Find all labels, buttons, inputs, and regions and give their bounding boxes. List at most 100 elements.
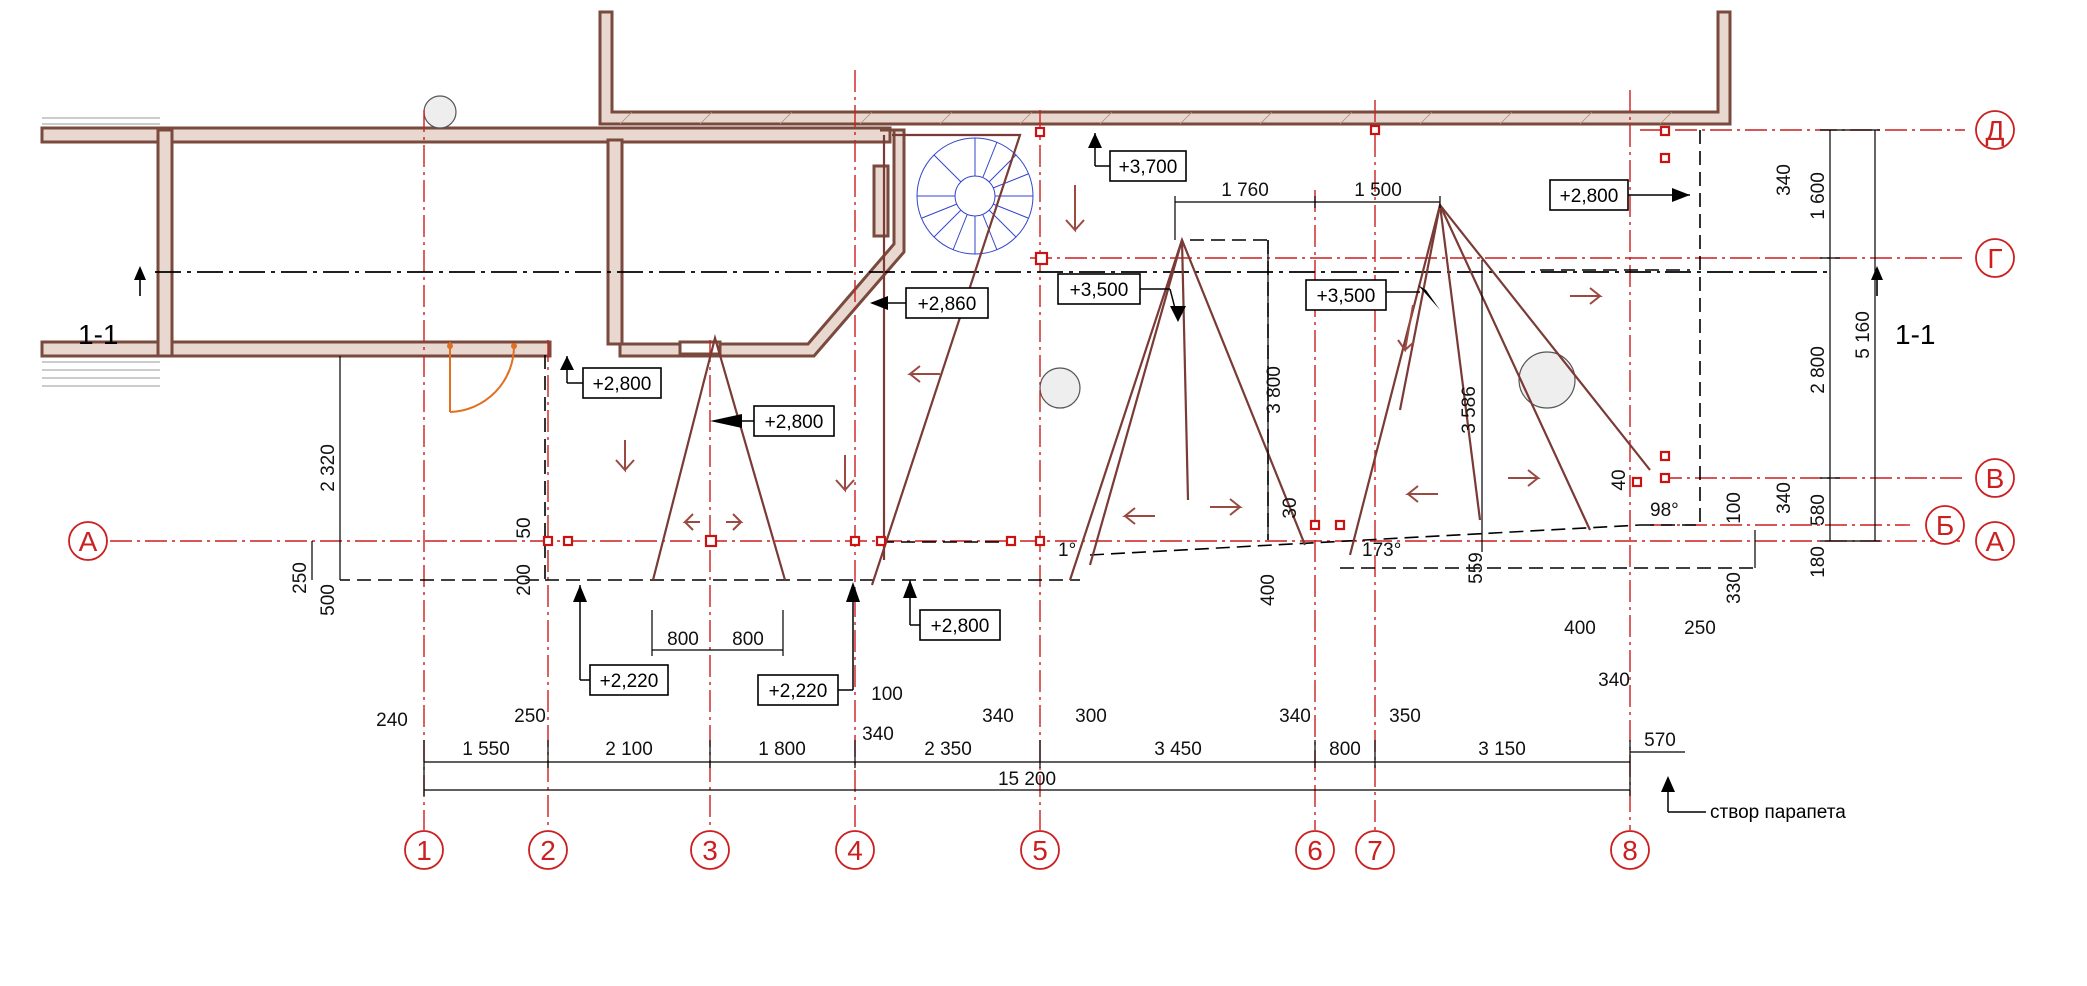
svg-text:Б: Б bbox=[1936, 510, 1954, 541]
svg-text:800: 800 bbox=[1329, 739, 1361, 760]
svg-text:3: 3 bbox=[702, 835, 718, 866]
svg-text:250: 250 bbox=[514, 706, 546, 727]
point-markers bbox=[542, 124, 1671, 548]
svg-text:+3,700: +3,700 bbox=[1119, 157, 1178, 178]
svg-text:Д: Д bbox=[1986, 115, 2005, 146]
level-2800-right: +2,800 bbox=[1549, 179, 1690, 211]
dim-1760: 1 760 bbox=[1221, 180, 1269, 201]
svg-text:340: 340 bbox=[1279, 706, 1311, 727]
level-2220-left: +2,220 bbox=[573, 585, 669, 696]
svg-text:50: 50 bbox=[514, 517, 535, 538]
level-2800-ridge3: +2,800 bbox=[710, 405, 835, 437]
axis-bubble-b: Б bbox=[1925, 505, 1965, 545]
svg-text:3 800: 3 800 bbox=[1264, 366, 1285, 414]
svg-text:6: 6 bbox=[1307, 835, 1323, 866]
axis-bubble-1: 1 bbox=[404, 830, 444, 870]
section-label-left: 1-1 bbox=[78, 319, 118, 350]
svg-text:300: 300 bbox=[1075, 706, 1107, 727]
overall-dimension: 15 200 bbox=[998, 769, 1056, 790]
svg-text:2 100: 2 100 bbox=[605, 739, 653, 760]
window-frame bbox=[872, 164, 890, 238]
svg-text:1: 1 bbox=[416, 835, 432, 866]
spiral-stair bbox=[916, 137, 1034, 255]
svg-text:В: В bbox=[1986, 463, 2005, 494]
svg-text:+3,500: +3,500 bbox=[1070, 280, 1129, 301]
dim-1500: 1 500 bbox=[1354, 180, 1402, 201]
parapet-note: створ парапета bbox=[1661, 776, 1846, 823]
svg-text:4: 4 bbox=[847, 835, 863, 866]
partition-wall bbox=[606, 138, 624, 346]
axis-bubble-v: В bbox=[1975, 458, 2015, 498]
axis-bubble-8: 8 bbox=[1610, 830, 1650, 870]
svg-text:800: 800 bbox=[732, 629, 764, 650]
svg-text:3 586: 3 586 bbox=[1459, 386, 1480, 434]
svg-text:340: 340 bbox=[1774, 164, 1795, 196]
svg-text:А: А bbox=[1986, 526, 2005, 557]
wall-hatching bbox=[619, 111, 1673, 125]
svg-text:5: 5 bbox=[1032, 835, 1048, 866]
level-2860: +2,860 bbox=[870, 287, 989, 319]
svg-text:2: 2 bbox=[540, 835, 556, 866]
parapet-alignment-note: створ парапета bbox=[1710, 802, 1846, 823]
svg-text:+2,800: +2,800 bbox=[931, 616, 990, 637]
axis-bubble-4: 4 bbox=[835, 830, 875, 870]
entrance-lines bbox=[42, 117, 160, 387]
upper-building-wall bbox=[598, 10, 1732, 126]
svg-text:1 600: 1 600 bbox=[1808, 172, 1829, 220]
roof-drains bbox=[423, 95, 1576, 409]
svg-text:2 350: 2 350 bbox=[924, 739, 972, 760]
building-walls bbox=[40, 10, 1732, 358]
svg-text:100: 100 bbox=[871, 684, 903, 705]
axis-bubble-d: Д bbox=[1975, 110, 2015, 150]
door bbox=[447, 342, 517, 413]
svg-text:3 150: 3 150 bbox=[1478, 739, 1526, 760]
level-3500-left: +3,500 bbox=[1057, 273, 1186, 322]
svg-text:559: 559 bbox=[1466, 552, 1487, 584]
svg-text:240: 240 bbox=[376, 710, 408, 731]
parapet-outlines bbox=[340, 130, 1760, 581]
axis-bubble-g: Г bbox=[1975, 238, 2015, 278]
svg-text:1 550: 1 550 bbox=[462, 739, 510, 760]
left-building-wall-top bbox=[40, 126, 892, 144]
svg-text:+2,800: +2,800 bbox=[593, 374, 652, 395]
section-line: 1-1 1-1 bbox=[78, 266, 1935, 350]
svg-text:180: 180 bbox=[1808, 546, 1829, 578]
svg-text:330: 330 bbox=[1724, 572, 1745, 604]
svg-text:340: 340 bbox=[1774, 482, 1795, 514]
svg-text:+2,220: +2,220 bbox=[600, 671, 659, 692]
svg-text:8: 8 bbox=[1622, 835, 1638, 866]
right-room-wall bbox=[618, 128, 906, 358]
level-callouts: +3,700 +2,800 +2,860 +3,500 +3,500 bbox=[560, 133, 1690, 706]
svg-text:1°: 1° bbox=[1058, 540, 1076, 561]
svg-text:Г: Г bbox=[1987, 243, 2002, 274]
level-2800-bottom: +2,800 bbox=[903, 580, 1001, 641]
svg-text:7: 7 bbox=[1367, 835, 1383, 866]
axis-bubble-5: 5 bbox=[1020, 830, 1060, 870]
axis-bubble-a-left: А bbox=[68, 521, 108, 561]
svg-text:340: 340 bbox=[982, 706, 1014, 727]
svg-text:2 800: 2 800 bbox=[1808, 346, 1829, 394]
slope-arrows bbox=[615, 185, 1603, 531]
svg-text:5 160: 5 160 bbox=[1853, 311, 1874, 359]
svg-text:350: 350 bbox=[1389, 706, 1421, 727]
drain bbox=[423, 95, 457, 129]
svg-text:340: 340 bbox=[862, 724, 894, 745]
svg-text:250: 250 bbox=[290, 562, 311, 594]
section-label-right: 1-1 bbox=[1895, 319, 1935, 350]
level-3700: +3,700 bbox=[1088, 133, 1187, 182]
axis-bubble-7: 7 bbox=[1355, 830, 1395, 870]
axis-bubble-a-right: А bbox=[1975, 521, 2015, 561]
axis-bubble-2: 2 bbox=[528, 830, 568, 870]
svg-text:100: 100 bbox=[1724, 492, 1745, 524]
roof-ridges bbox=[651, 133, 1651, 586]
svg-text:173°: 173° bbox=[1362, 540, 1401, 561]
svg-text:98°: 98° bbox=[1650, 500, 1679, 521]
dim-2320: 2 320 bbox=[318, 444, 339, 492]
svg-text:800: 800 bbox=[667, 629, 699, 650]
left-building-wall-end bbox=[156, 128, 174, 358]
svg-text:40: 40 bbox=[1609, 469, 1630, 490]
svg-text:А: А bbox=[79, 526, 98, 557]
svg-text:400: 400 bbox=[1564, 618, 1596, 639]
svg-text:+2,220: +2,220 bbox=[769, 681, 828, 702]
svg-text:400: 400 bbox=[1258, 574, 1279, 606]
